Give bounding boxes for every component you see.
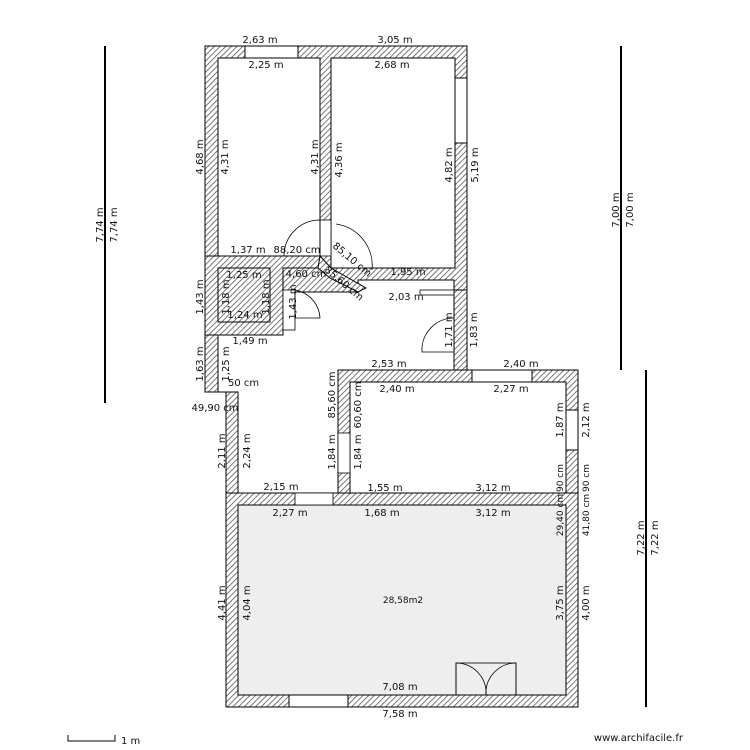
dim-right-bottom-inner: 7,22 m [650, 520, 661, 555]
door-swing-bedroom-left [283, 219, 321, 257]
hall-lower-inner: 2,24 m [242, 433, 253, 468]
middle-room-partition-inner: 1,84 m [353, 434, 364, 469]
bedroom-left-top-inner: 2,25 m [248, 60, 283, 71]
dim-right-top-inner: 7,00 m [625, 192, 636, 227]
door-opening-bedroom-left [319, 219, 332, 257]
wc-bottom: 1,24 m [227, 310, 262, 321]
french-door-frame [455, 662, 517, 696]
bedroom-left-door-width: 88,20 cm [273, 245, 320, 256]
hall-step-c: 49,90 cm [191, 403, 238, 414]
living-room-bottom-outer: 7,58 m [382, 709, 417, 720]
window-bedroom-right [454, 77, 468, 144]
hall-lower-outer: 2,11 m [217, 433, 228, 468]
bedroom-right-bottom: 1,95 m [390, 267, 425, 278]
living-room-right-inner: 3,75 m [555, 585, 566, 620]
hall-step-b: 50 cm [228, 378, 259, 389]
living-room-left-inner: 4,04 m [242, 585, 253, 620]
door-swing-bedroom-right [335, 223, 373, 271]
bedroom-right-right-inner: 4,82 m [444, 147, 455, 182]
door-opening-corridor [419, 289, 455, 296]
hall-left-outer: 1,63 m [195, 346, 206, 381]
living-room-bottom-inner: 7,08 m [382, 682, 417, 693]
corridor-top: 2,03 m [388, 292, 423, 303]
hall-left-inner: 1,25 m [221, 346, 232, 381]
wc-right-inner: 1,18 m [261, 279, 272, 314]
right-room-side-inner: 1,87 m [555, 402, 566, 437]
wc-left-inner: 1,18 m [221, 279, 232, 314]
scale-label: 1 m [121, 736, 140, 747]
right-room-bottom: 3,12 m [475, 483, 510, 494]
right-room-small-d: 41,80 cm [582, 494, 592, 536]
living-room-top-mid: 1,68 m [364, 508, 399, 519]
right-room-small-c: 29,40 cm [556, 494, 566, 536]
middle-room-top-inner: 2,40 m [379, 384, 414, 395]
wc-door: 1,43 m [288, 284, 299, 319]
scale-bar [67, 735, 116, 742]
bedroom-right-right-outer: 5,19 m [470, 147, 481, 182]
bedroom-right-top-outer: 3,05 m [377, 35, 412, 46]
living-room-area: 28,58m2 [383, 596, 423, 606]
bedroom-left-right-inner: 4,31 m [310, 139, 321, 174]
door-swing-corridor [421, 317, 455, 353]
living-room-top-left: 2,27 m [272, 508, 307, 519]
wc-top: 1,25 m [226, 270, 261, 281]
corridor-side-outer: 1,83 m [469, 312, 480, 347]
dim-right-top-outer: 7,00 m [611, 192, 622, 227]
hall-bottom: 2,15 m [263, 482, 298, 493]
dim-left-outer: 7,74 m [95, 207, 106, 242]
living-room-right-outer: 4,00 m [581, 585, 592, 620]
watermark: www.archifacile.fr [594, 733, 684, 744]
bedroom-left-left-outer: 4,68 m [195, 139, 206, 174]
bedroom-right-left-inner: 4,36 m [334, 142, 345, 177]
right-room-small-a: 90 cm [556, 464, 566, 492]
door-opening-living [294, 492, 334, 506]
wc-partition: 4,60 cm [286, 269, 327, 280]
right-room-small-b: 90 cm [582, 464, 592, 492]
door-opening-middle [337, 432, 351, 474]
window-bedroom-left [244, 45, 299, 59]
dim-right-bottom-outer: 7,22 m [636, 520, 647, 555]
living-room-walls [225, 492, 579, 708]
right-room-top-outer: 2,40 m [503, 359, 538, 370]
window-living-bottom [288, 694, 349, 708]
window-right-room-side [565, 409, 579, 451]
bedroom-left-left-inner: 4,31 m [220, 139, 231, 174]
middle-room-partition-outer: 1,84 m [327, 434, 338, 469]
dim-left-inner: 7,74 m [109, 207, 120, 242]
hall-step-a: 1,49 m [232, 336, 267, 347]
corridor-side-inner: 1,71 m [444, 312, 455, 347]
bedroom-left-top-outer: 2,63 m [242, 35, 277, 46]
door-swing-wc [294, 289, 321, 319]
middle-room-left-outer: 85,60 cm [327, 371, 338, 418]
right-room-side-outer: 2,12 m [581, 402, 592, 437]
wc-left-outer: 1,43 m [195, 279, 206, 314]
living-room-left-outer: 4,41 m [217, 585, 228, 620]
bedroom-right-top-inner: 2,68 m [374, 60, 409, 71]
living-room-top-right: 3,12 m [475, 508, 510, 519]
bedroom-left-bottom: 1,37 m [230, 245, 265, 256]
right-room-top-inner: 2,27 m [493, 384, 528, 395]
window-right-room [471, 369, 533, 383]
diagonal-wall [317, 254, 368, 293]
middle-room-left-inner: 60,60 cm [353, 381, 364, 428]
middle-room-bottom: 1,55 m [367, 483, 402, 494]
corridor-wall [453, 289, 468, 371]
middle-room-top-outer: 2,53 m [371, 359, 406, 370]
